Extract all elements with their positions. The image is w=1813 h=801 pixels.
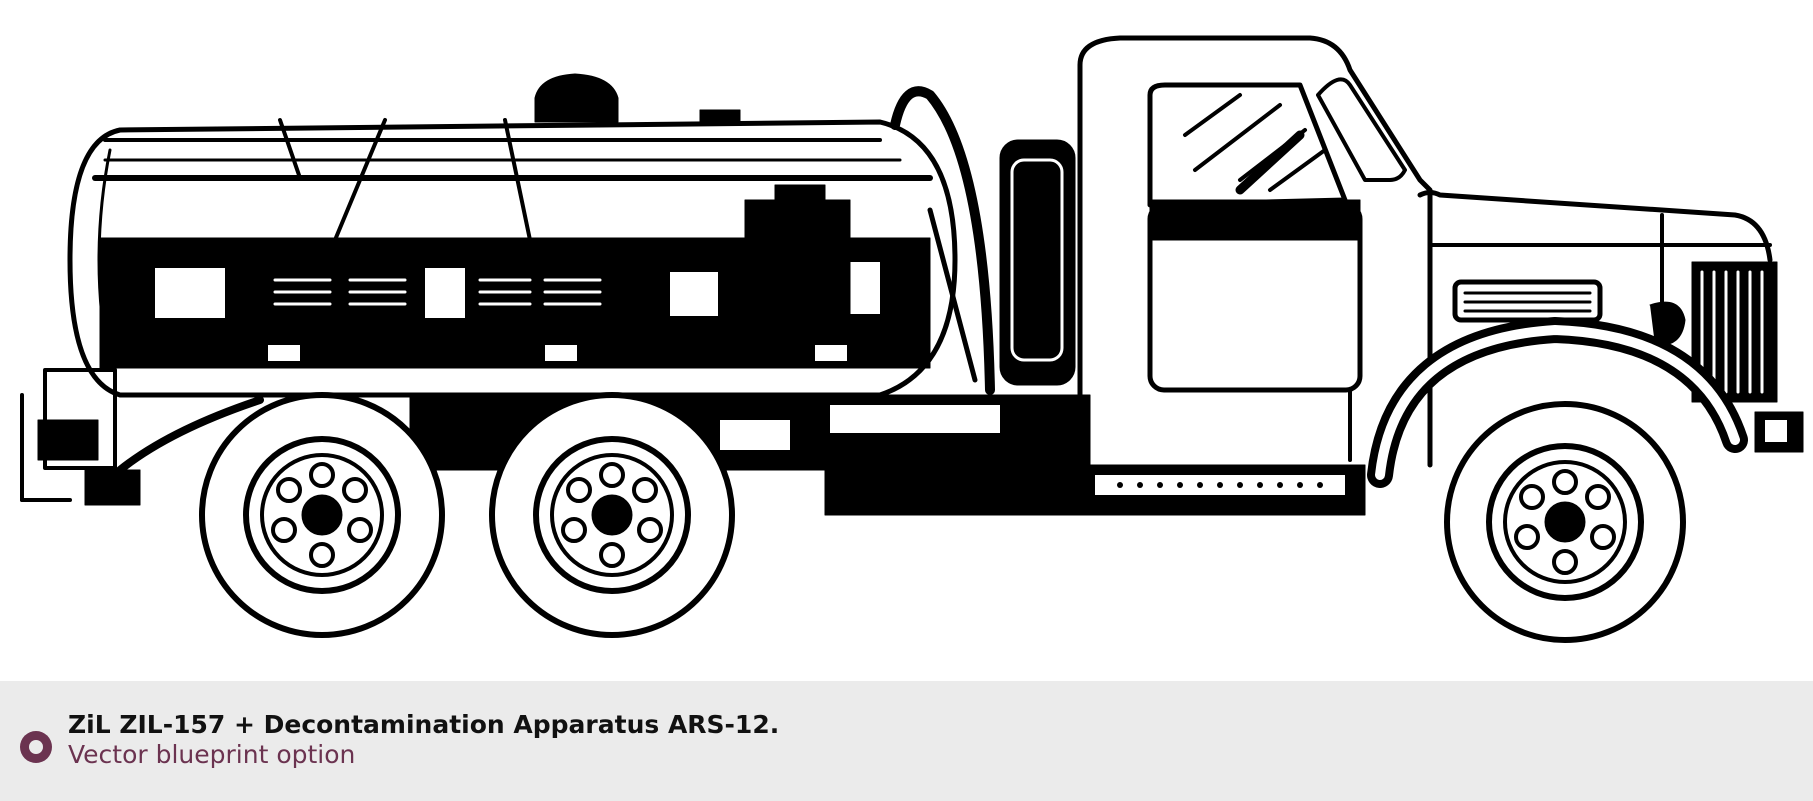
caption-subtitle[interactable]: Vector blueprint option xyxy=(68,740,356,769)
rear-wheel-2 xyxy=(489,392,735,638)
front-fender xyxy=(1367,317,1748,488)
front-wheel xyxy=(1444,401,1686,643)
truck-side-view-drawing xyxy=(20,35,1804,643)
radio-circle-icon[interactable] xyxy=(20,731,52,763)
rear-wheel-1 xyxy=(199,392,445,638)
hood xyxy=(1417,190,1804,453)
cab xyxy=(1077,35,1433,473)
tank xyxy=(67,73,958,398)
caption-title: ZiL ZIL-157 + Decontamination Apparatus … xyxy=(68,710,780,739)
rear-frame xyxy=(20,368,264,506)
spare-wheel xyxy=(890,86,1076,395)
radio-circle-inner xyxy=(29,740,43,754)
blueprint-canvas xyxy=(20,35,1804,643)
caption-bar xyxy=(0,681,1813,801)
